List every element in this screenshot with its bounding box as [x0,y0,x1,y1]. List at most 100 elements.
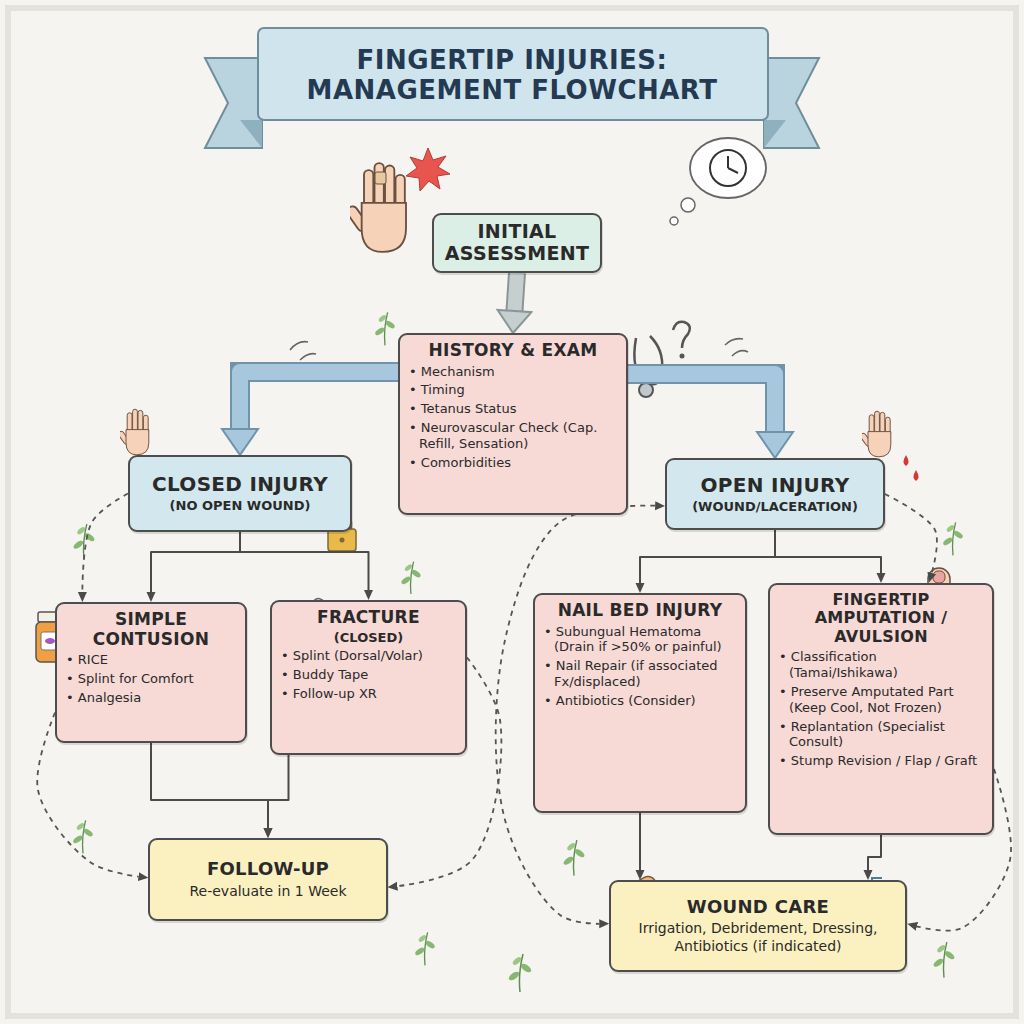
bullet-text: • Nail Repair (if associated Fx/displace… [544,658,736,690]
head-text: SIMPLE CONTUSION [66,610,236,649]
hand-illustration [345,163,406,252]
connector-outline [628,374,775,432]
injured-hand-icon-part [914,470,919,481]
process-box: HISTORY & EXAM• Mechanism• Timing• Tetan… [398,333,628,515]
bullet-text: • Subungual Hematoma (Drain if >50% or p… [544,624,736,656]
clock-thought-bubble-part [690,138,766,198]
motion-marks [290,339,748,360]
clock-thought-bubble-part [728,156,738,173]
head-text: FOLLOW-UP [159,859,377,880]
head-text: FRACTURE [281,608,456,628]
head-text: HISTORY & EXAM [409,341,617,361]
leaf-sprigs-part [374,312,396,345]
process-box: SIMPLE CONTUSION• RICE• Splint for Comfo… [55,602,247,743]
connector-line [240,532,369,590]
start-box: INITIAL ASSESSMENT [432,213,602,273]
branch-arrow [628,374,775,432]
connector-line [775,530,881,573]
leaf-sprigs-part [932,942,956,977]
title-banner [205,28,819,148]
bullet-text: • Comorbidities [409,455,617,471]
bullet-text: • Preserve Amputated Part (Keep Cool, No… [779,684,983,716]
leaf-sprigs-part [562,840,586,875]
leaf-sprigs-part [507,954,532,992]
small-hand-icon-part [118,409,149,455]
sub-text: (NO OPEN WOUND) [139,498,341,514]
bullet-text: • Tetanus Status [409,401,617,417]
connector-line [151,532,240,592]
bullet-text: • Splint (Dorsal/Volar) [281,648,456,664]
lock-icon-part [328,529,356,551]
connector-line [639,813,641,870]
flow-connector [640,530,775,583]
leaf-sprigs-part [72,524,96,559]
bullet-text: • Buddy Tape [281,667,456,683]
process-box: FINGERTIP AMPUTATION / AVULSION• Classif… [768,583,994,835]
head-text: WOUND CARE [620,897,896,918]
title-banner-part [205,58,262,148]
head-text: NAIL BED INJURY [544,601,736,621]
bullet-text: • Classification (Tamai/Ishikawa) [779,649,983,681]
outcome-box: WOUND CAREIrrigation, Debridement, Dress… [609,880,907,972]
connector-line [268,755,289,828]
connector-line [628,374,775,432]
bullet-text: • Replantation (Specialist Consult) [779,719,983,751]
title-banner-part [764,120,786,148]
bullet-text: • Neurovascular Check (Cap. Refill, Sens… [409,420,617,452]
connector-outline [514,273,517,311]
clock-thought-bubble [670,138,766,225]
connector-line [640,530,775,583]
process-box: FRACTURE (CLOSED) • Splint (Dorsal/Volar) •… [270,600,467,755]
connector-line [514,273,517,311]
body-text: Irrigation, Debridement, Dressing, Antib… [620,920,896,955]
stethoscope-icon-part [673,322,690,348]
flow-arrow [514,273,517,311]
bullet-text: • Timing [409,382,617,398]
process-box: NAIL BED INJURY • Subungual Hematoma (Dra… [533,593,747,813]
connector-outline [240,372,398,429]
lock-icon-part [340,538,345,543]
head-text: FINGERTIP AMPUTATION / AVULSION [779,591,983,646]
flow-connector [151,532,240,592]
dashed-connector [82,494,128,593]
title-banner-part [764,58,819,148]
clock-thought-bubble-part [670,217,678,225]
branch-arrow [240,372,398,429]
connector-line [868,835,881,870]
injured-hand-icon-part [860,411,891,457]
outcome-box: FOLLOW-UP Re-evaluate in 1 Week [148,838,388,921]
motion-marks-part [290,342,316,360]
bullet-text: • Analgesia [66,690,236,706]
hand-illustration-part [345,163,406,252]
bullet-text: • Follow-up XR [281,686,456,702]
connector-line [82,494,128,593]
flow-connector [268,755,289,828]
stethoscope-icon [634,322,689,397]
connector-line [240,372,398,429]
flow-connector [240,532,369,590]
flow-connector [151,743,268,828]
connector-line [885,494,937,573]
pill-bottle-icon-part [45,638,55,644]
body-text: Re-evaluate in 1 Week [159,883,377,901]
connector-line [151,743,268,828]
injured-hand-icon-part [904,455,909,466]
small-hand-icon [118,409,149,455]
leaf-sprigs-part [400,562,421,594]
bullet-text: • Antibiotics (Consider) [544,693,736,709]
title-banner-part [240,120,262,148]
sub-text: (CLOSED) [281,630,456,646]
head-text: OPEN INJURY [676,474,874,497]
hand-illustration-part [375,172,386,184]
category-box: OPEN INJURY(WOUND/LACERATION) [665,458,885,530]
pain-starburst-part [406,148,450,191]
flow-connector [868,835,881,870]
bullet-text: • Stump Revision / Flap / Graft [779,753,983,769]
stethoscope-icon-part [680,354,685,359]
flow-connector [640,813,641,870]
category-box: CLOSED INJURY(NO OPEN WOUND) [128,455,352,532]
flow-connector [775,530,881,573]
